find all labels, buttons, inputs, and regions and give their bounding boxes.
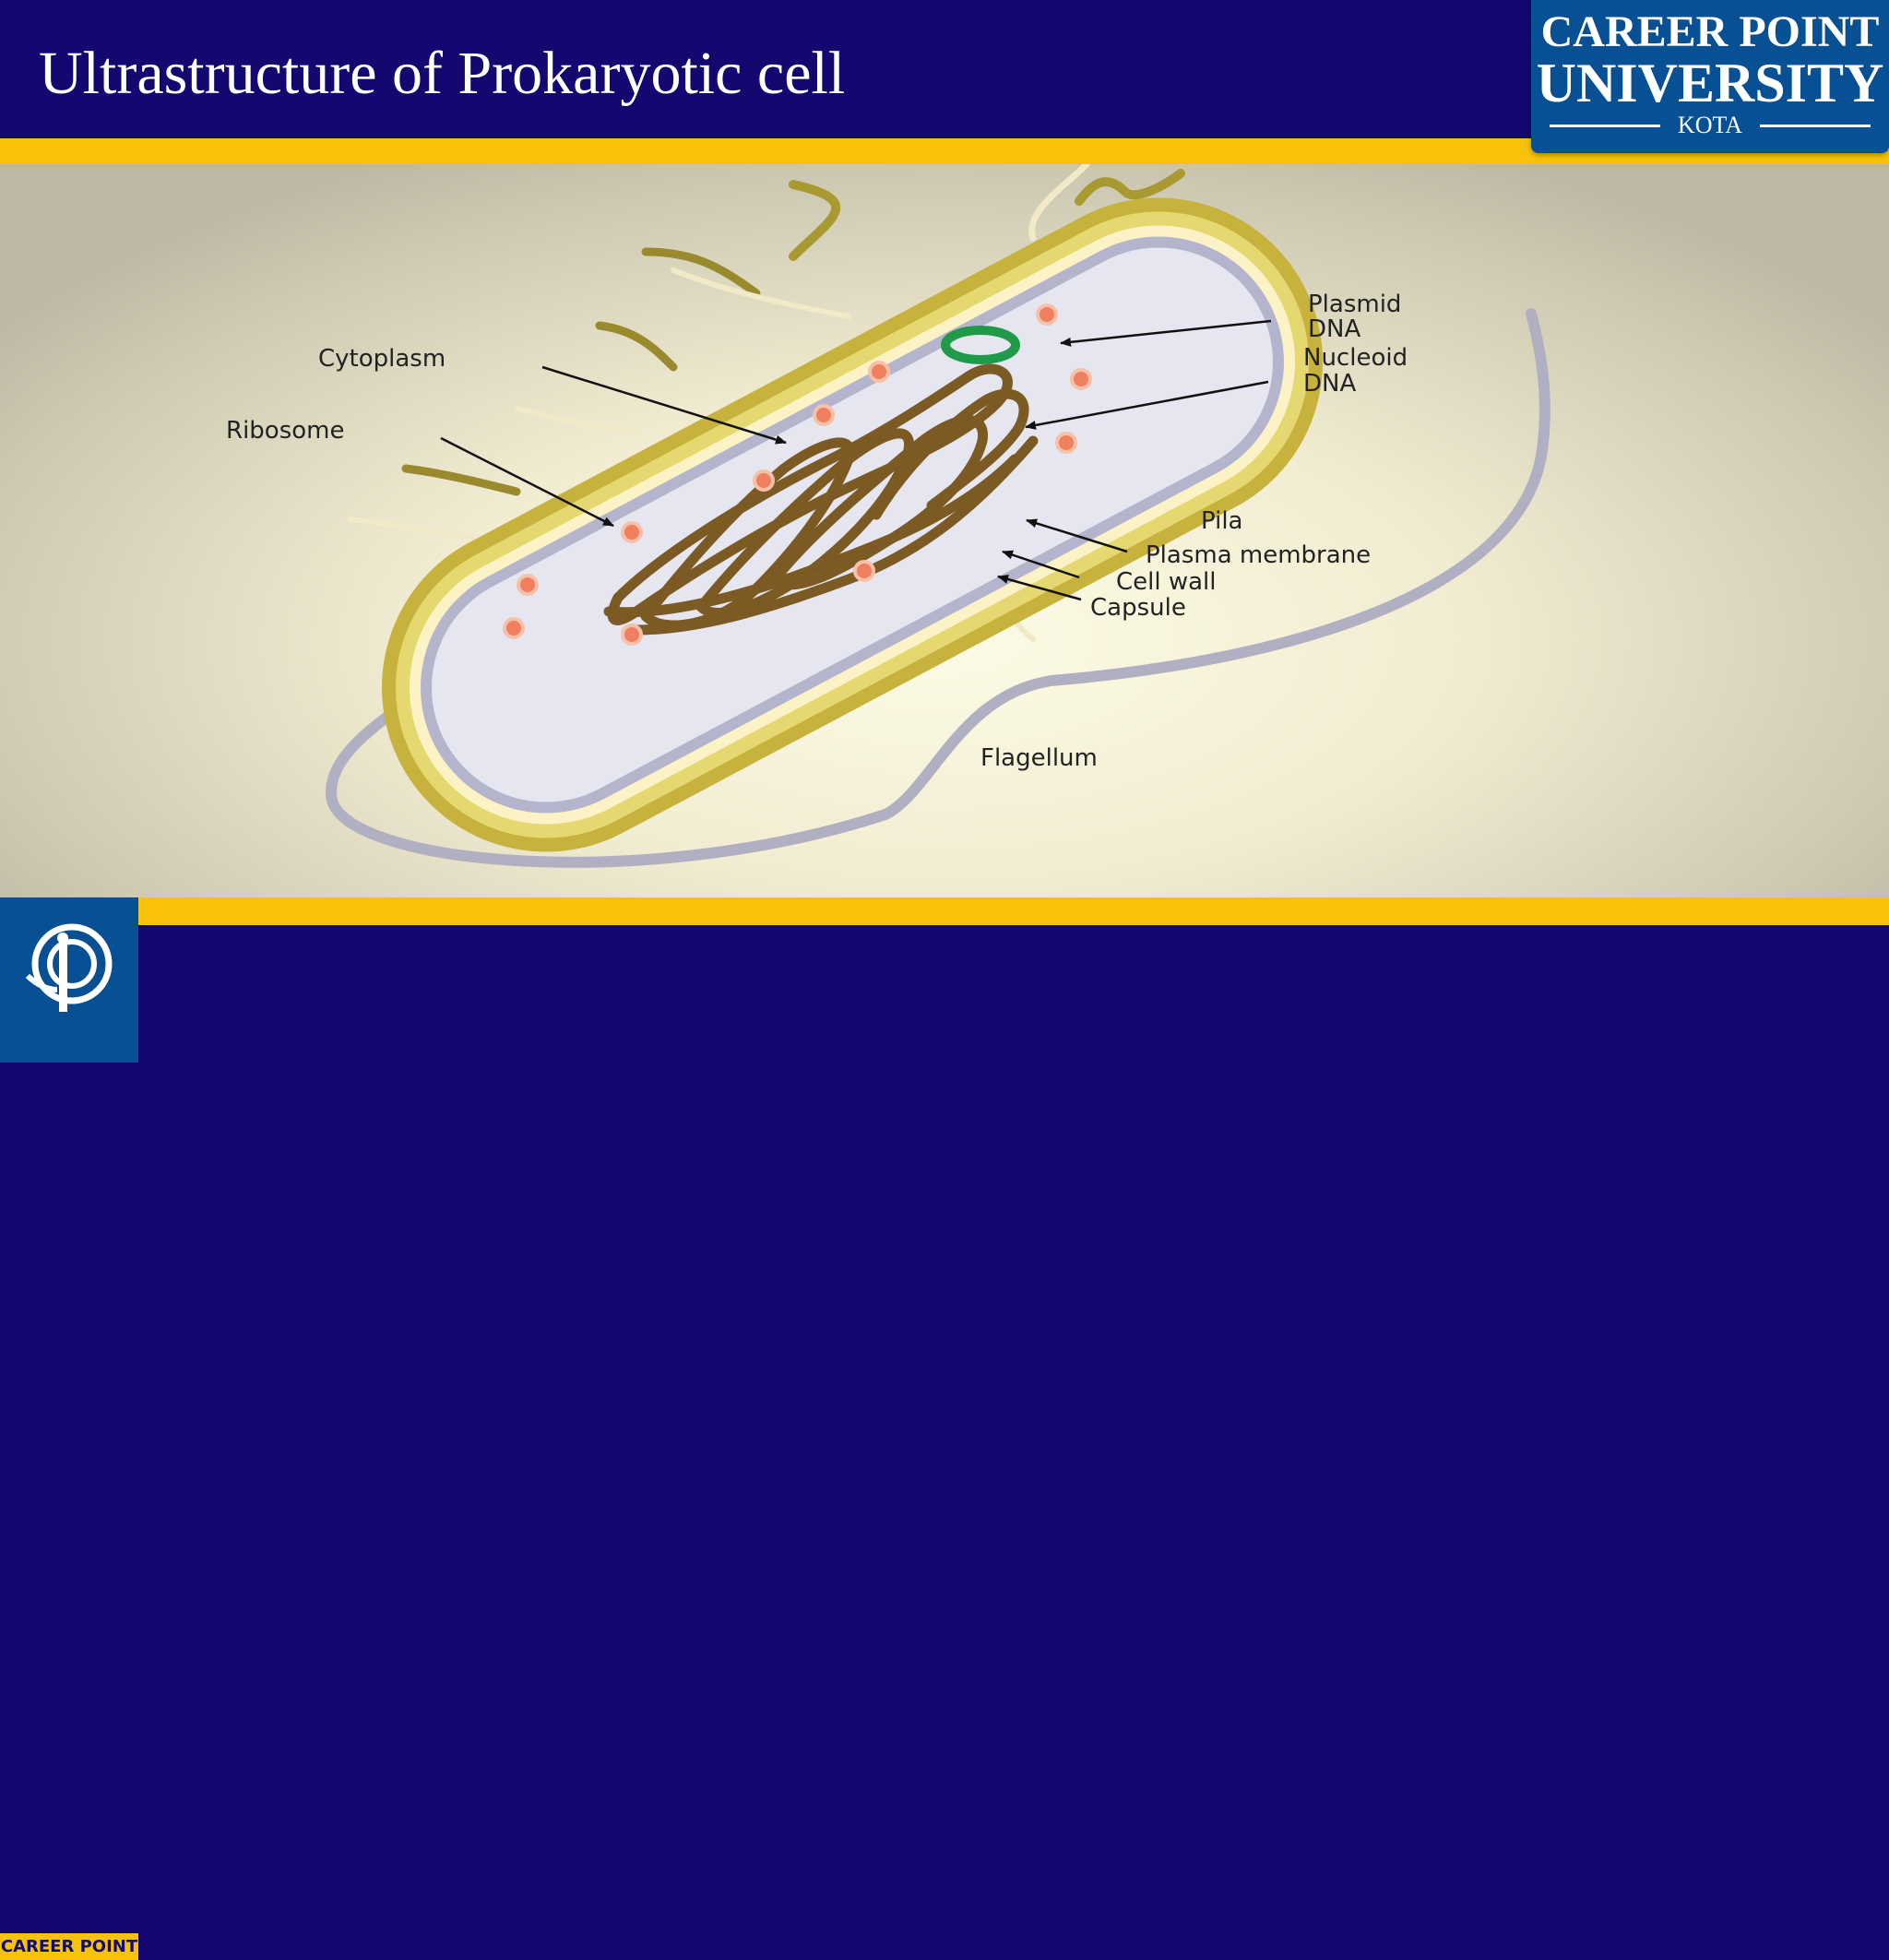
plasmid-dna <box>941 326 1020 364</box>
nucleoid-label-line2: DNA <box>1303 370 1356 398</box>
ribosome <box>621 624 643 646</box>
pilus <box>1075 169 1185 206</box>
plasmid-label-line1: Plasmid <box>1308 291 1401 318</box>
cell-wall-label: Cell wall <box>1116 568 1217 596</box>
flagellum-label: Flagellum <box>980 744 1098 772</box>
nucleoid-dna <box>603 363 1039 636</box>
plasma-membrane-label: Plasma membrane <box>1146 541 1371 569</box>
ribosome <box>868 361 890 383</box>
career-point-logo-text: CAREER POINT <box>0 1933 138 1960</box>
footer-bar <box>0 925 1889 1063</box>
pilus <box>514 406 639 434</box>
ribosome <box>503 617 525 639</box>
pila-label: Pila <box>1201 507 1243 535</box>
logo-line-1: CAREER POINT <box>1540 7 1880 56</box>
slide-title: Ultrastructure of Prokaryotic cell <box>39 40 846 107</box>
ribosome <box>753 469 775 492</box>
career-point-logo: CAREER POINT <box>0 897 138 1960</box>
footer-accent-stripe <box>138 897 1889 925</box>
ribosome <box>1036 303 1058 326</box>
label-pointers <box>440 319 1272 601</box>
pilus <box>401 464 521 496</box>
flagellum <box>326 308 1550 868</box>
cytoplasm-pointer <box>541 365 787 445</box>
pilus <box>1028 164 1090 242</box>
plasmid-pointer <box>1060 319 1272 347</box>
pilus <box>671 267 851 319</box>
university-logo: CAREER POINT UNIVERSITY KOTA <box>1531 0 1889 153</box>
cell-wall-pointer <box>1002 550 1080 579</box>
pilus <box>789 180 841 261</box>
logo-rule-left <box>1550 125 1660 127</box>
ribosome <box>1055 432 1077 454</box>
pilus <box>641 247 761 298</box>
plasmid-label-line2: DNA <box>1308 315 1360 343</box>
pilus <box>595 321 678 372</box>
logo-line-3: KOTA <box>1677 112 1743 138</box>
pilus <box>348 517 501 545</box>
ribosome-label: Ribosome <box>226 417 344 445</box>
logo-line-2: UNIVERSITY <box>1536 53 1884 113</box>
career-point-emblem-icon <box>25 923 113 1012</box>
ribosome <box>813 404 835 426</box>
ribosome <box>853 560 875 582</box>
nucleoid-pointer <box>1025 380 1269 430</box>
capsule-label: Capsule <box>1090 594 1186 622</box>
capsule-pointer <box>997 575 1082 601</box>
logo-rule-right <box>1760 125 1871 127</box>
cytoplasm <box>432 247 1273 802</box>
plasma-membrane-pointer <box>1026 518 1128 553</box>
ribosome <box>1070 368 1092 390</box>
ribosome <box>621 521 643 543</box>
ribosome <box>517 574 539 596</box>
ribosome-pointer <box>440 436 614 528</box>
prokaryotic-cell-diagram: Cytoplasm Ribosome Plasmid DNA Nucleoid … <box>226 164 1550 868</box>
ribosomes <box>503 303 1092 646</box>
nucleoid-label-line1: Nucleoid <box>1303 344 1408 372</box>
diagram-area: Cytoplasm Ribosome Plasmid DNA Nucleoid … <box>0 164 1889 897</box>
cytoplasm-label: Cytoplasm <box>318 345 446 373</box>
